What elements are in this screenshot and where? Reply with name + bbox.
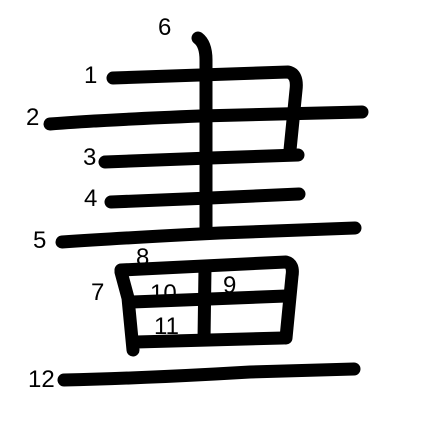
stroke-number-label: 2 [26, 104, 39, 131]
stroke-1-path [106, 65, 303, 157]
stroke-number-label: 11 [154, 313, 179, 340]
stroke-number-label: 9 [223, 272, 236, 299]
character-strokes [43, 31, 369, 387]
stroke-12-path [57, 362, 361, 387]
stroke-number-label: 6 [158, 14, 171, 41]
stroke-number-label: 4 [84, 185, 97, 212]
stroke-number-label: 1 [84, 62, 97, 89]
stroke-number-label: 8 [136, 244, 149, 271]
stroke-6-path [191, 31, 213, 237]
stroke-11-path [129, 331, 290, 349]
stroke-number-label: 3 [83, 144, 96, 171]
stroke-2-path [43, 105, 369, 131]
stroke-number-label: 5 [33, 227, 46, 254]
stroke-8-path [114, 255, 299, 345]
stroke-number-label: 10 [150, 280, 177, 307]
stroke-number-label: 7 [91, 279, 104, 306]
stroke-number-label: 12 [28, 366, 55, 393]
stroke-10-path [125, 289, 293, 309]
